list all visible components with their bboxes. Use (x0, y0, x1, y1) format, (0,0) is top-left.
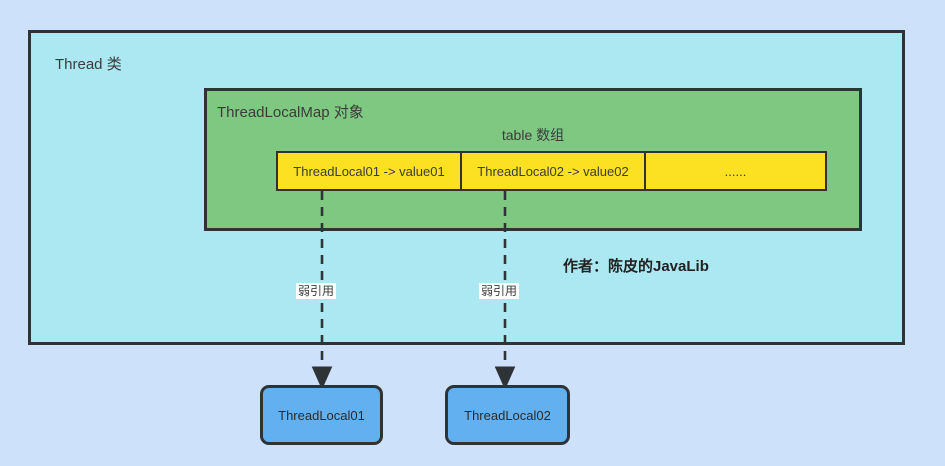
threadlocal02-node: ThreadLocal02 (445, 385, 570, 445)
edge-label-weak-reference-1: 弱引用 (296, 283, 337, 299)
table-array-label: table 数组 (501, 127, 565, 143)
thread-class-label: Thread 类 (55, 56, 122, 73)
table-cell-entry-1: ThreadLocal02 -> value02 (460, 151, 646, 191)
threadlocalmap-label: ThreadLocalMap 对象 (217, 104, 364, 121)
author-watermark: 作者：陈皮的JavaLib (563, 258, 709, 275)
table-cell-entry-0: ThreadLocal01 -> value01 (276, 151, 462, 191)
table-array-row: ThreadLocal01 -> value01 ThreadLocal02 -… (276, 151, 827, 191)
table-cell-entry-2: ...... (644, 151, 827, 191)
edge-label-weak-reference-2: 弱引用 (479, 283, 520, 299)
threadlocal01-node: ThreadLocal01 (260, 385, 383, 445)
